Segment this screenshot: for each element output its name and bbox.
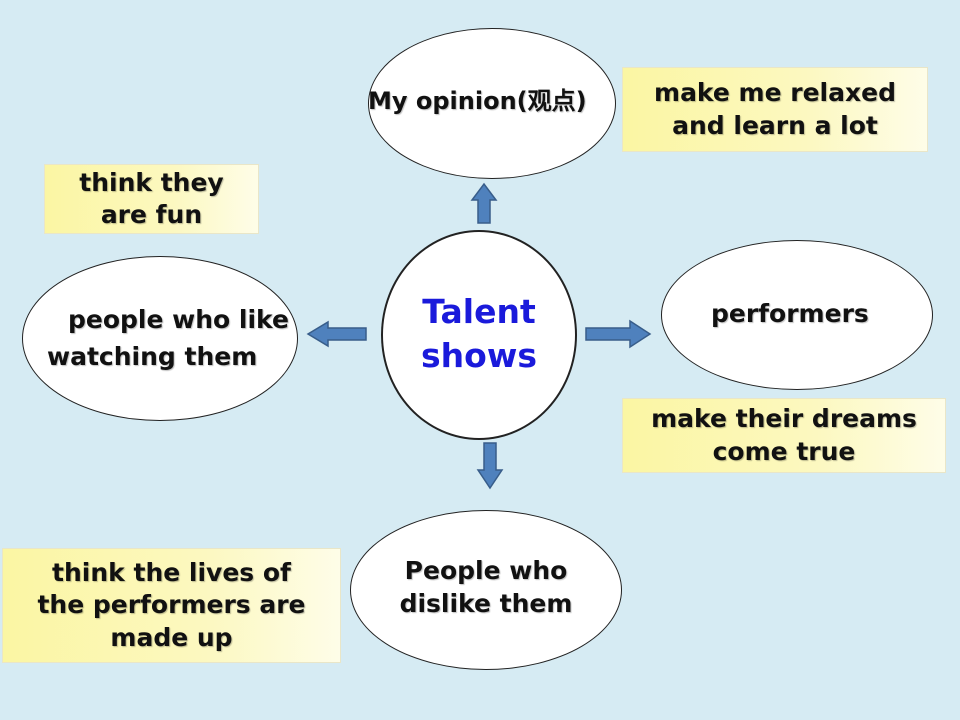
dislikers-node — [350, 510, 622, 670]
arrow-down-icon — [476, 442, 504, 490]
opinion-label: My opinion(观点) — [368, 87, 587, 115]
dislikers-label: People who dislike them — [399, 556, 573, 618]
viewers-label-line1: people who like — [68, 305, 289, 334]
performers-label: performers — [711, 299, 869, 328]
center-node: Talent shows — [381, 230, 577, 440]
arrow-right-icon — [585, 319, 652, 349]
note-right: make their dreams come true — [622, 398, 946, 473]
arrow-up-icon — [470, 182, 498, 224]
performers-node — [661, 240, 933, 390]
opinion-node — [368, 28, 616, 179]
note-left: think they are fun — [44, 164, 259, 234]
viewers-node — [22, 256, 298, 421]
center-label: Talent shows — [421, 292, 537, 375]
arrow-left-icon — [306, 320, 367, 348]
viewers-label-line2: watching them — [47, 342, 258, 371]
note-top-right: make me relaxed and learn a lot — [622, 67, 928, 152]
note-bottom-left: think the lives of the performers are ma… — [2, 548, 341, 663]
